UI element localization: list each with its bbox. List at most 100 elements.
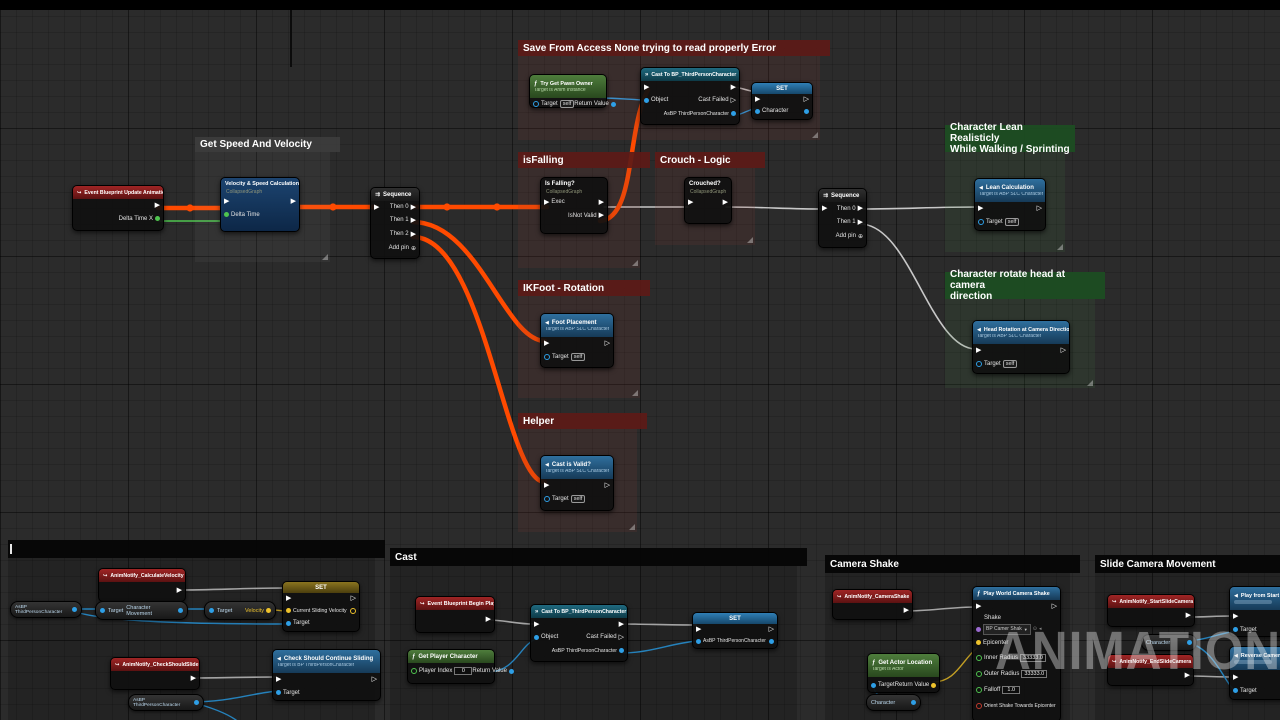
shake-class-dropdown[interactable]: BP Camer Shak▼ xyxy=(983,624,1031,635)
exec-out-pin[interactable]: ▶ xyxy=(731,84,736,91)
value-out-pin[interactable] xyxy=(72,607,77,612)
node-crouched[interactable]: Crouched? CollapsedGraph ▶▶ xyxy=(684,177,732,224)
character-pin[interactable]: Character xyxy=(755,108,788,114)
exec-out-pin[interactable]: ▶ xyxy=(619,621,624,628)
return-value-pin[interactable]: Return Value xyxy=(895,682,937,688)
outer-radius-value-box[interactable]: 33333.0 xyxy=(1021,670,1047,678)
object-pin[interactable]: Object xyxy=(644,97,668,103)
node-play-world-camera-shake[interactable]: ƒ Play World Camera Shake ▶▷ Shake BP Ca… xyxy=(972,586,1061,720)
comment-isfalling-title[interactable]: isFalling xyxy=(518,152,650,168)
node-get-player-character[interactable]: ƒ Get Player Character Player Index0 Ret… xyxy=(407,649,495,684)
target-pin[interactable]: Target xyxy=(286,620,310,626)
inner-radius-pin[interactable]: Inner Radius33333.0 xyxy=(976,654,1046,662)
comment-head-title[interactable]: Character rotate head at camera directio… xyxy=(945,272,1105,299)
then1-pin[interactable]: Then 1▶ xyxy=(837,219,863,226)
delta-time-in-pin[interactable]: Delta Time xyxy=(224,212,260,218)
comment-lean-title[interactable]: Character Lean Realisticly While Walking… xyxy=(945,125,1075,152)
resize-handle[interactable] xyxy=(632,390,638,396)
exec-in-pin[interactable]: ▶ xyxy=(534,621,539,628)
value-out-pin[interactable] xyxy=(1187,640,1192,645)
self-value-box[interactable]: self xyxy=(1003,360,1018,368)
exec-out-pin[interactable]: ▷ xyxy=(351,595,356,602)
comment-sliding-title[interactable] xyxy=(8,540,385,558)
node-try-get-pawn-owner[interactable]: ƒTry Get Pawn Owner Target is Anim Insta… xyxy=(529,74,607,108)
exec-in-pin[interactable]: ▶ xyxy=(1233,613,1238,620)
node-reverse-camera[interactable]: ◀Reverse Camera ▶ Target xyxy=(1229,646,1280,700)
exec-out-pin[interactable]: ▷ xyxy=(1061,347,1066,354)
exec-out-pin[interactable]: ▶ xyxy=(155,202,160,209)
comment-camera-title[interactable]: Camera Shake xyxy=(825,555,1080,573)
target-pin[interactable] xyxy=(100,608,105,613)
exec-out-pin[interactable]: ▷ xyxy=(1052,603,1057,610)
exec-out-pin[interactable]: ▷ xyxy=(804,96,809,103)
comment-slidecam-title[interactable]: Slide Camera Movement xyxy=(1095,555,1280,573)
epicenter-pin[interactable]: Epicenter xyxy=(976,640,1008,646)
node-get-actor-location[interactable]: ƒGet Actor Location Target is Actor Targ… xyxy=(867,653,940,693)
getter-asbp-1[interactable]: AsBP ThirdPersonCharacter xyxy=(10,601,82,618)
resize-handle[interactable] xyxy=(1087,380,1093,386)
as-bp-pin[interactable]: AsBP ThirdPersonCharacter xyxy=(664,111,736,117)
self-value-box[interactable]: self xyxy=(1005,218,1020,226)
node-set-character[interactable]: SET ▶▷ Character xyxy=(751,82,813,120)
resize-handle[interactable] xyxy=(629,524,635,530)
target-pin[interactable]: Targetself xyxy=(978,218,1019,226)
exec-in-pin[interactable]: ▶ xyxy=(374,204,379,211)
target-pin[interactable]: Target xyxy=(1233,688,1257,694)
target-pin[interactable]: Targetself xyxy=(976,360,1017,368)
resize-handle[interactable] xyxy=(632,260,638,266)
getter-asbp-2[interactable]: AsBP ThirdPersonCharacter xyxy=(128,694,204,711)
return-value-pin[interactable]: Return Value xyxy=(472,668,514,674)
exec-in-pin[interactable]: ▶ xyxy=(688,199,693,206)
node-foot-placement[interactable]: ◀Foot Placement Target is ABP SLC Charac… xyxy=(540,313,614,368)
exec-out-pin[interactable]: ▶ xyxy=(1186,612,1191,619)
node-play-from-start-camera[interactable]: ◀Play from Start C ▶ Target xyxy=(1229,586,1280,637)
node-velocity-speed-calculation[interactable]: Velocity & Speed Calculation CollapsedGr… xyxy=(220,177,300,232)
getter-character-2[interactable]: Character xyxy=(1141,634,1197,651)
exec-in-pin[interactable]: ▶Exec xyxy=(544,199,565,206)
character-movement-pin[interactable]: Character Movement xyxy=(126,605,183,617)
target-pin[interactable]: Target xyxy=(871,682,895,688)
node-event-update-animation[interactable]: ↪ Event Blueprint Update Animation × ▶ D… xyxy=(72,185,164,231)
resize-handle[interactable] xyxy=(1057,244,1063,250)
exec-out-pin[interactable]: ▷ xyxy=(605,482,610,489)
comment-crouch-title[interactable]: Crouch - Logic xyxy=(655,152,765,168)
browse-icon[interactable]: ◂ xyxy=(1039,626,1042,632)
node-head-rotation[interactable]: ◀Head Rotation at Camera Direction Targe… xyxy=(972,320,1070,374)
value-out-pin[interactable] xyxy=(350,608,356,614)
exec-in-pin[interactable]: ▶ xyxy=(224,198,229,205)
shake-class-pin[interactable]: BP Camer Shak▼⊙◂ xyxy=(976,624,1041,635)
cast-failed-pin[interactable]: Cast Failed▷ xyxy=(586,634,624,641)
exec-in-pin[interactable]: ▶ xyxy=(544,482,549,489)
exec-in-pin[interactable]: ▶ xyxy=(976,603,981,610)
node-sequence-2[interactable]: ⇉ Sequence ▶Then 0▶ Then 1▶ Add pin⊕ xyxy=(818,188,867,248)
node-cast-to-bp-top[interactable]: » Cast To BP_ThirdPersonCharacter ▶▶ Obj… xyxy=(640,67,740,125)
self-value-box[interactable]: self xyxy=(571,495,586,503)
node-cast-to-bp-bottom[interactable]: » Cast To BP_ThirdPersonCharacter ▶▶ Obj… xyxy=(530,604,628,662)
exec-out-pin[interactable]: ▷ xyxy=(372,676,377,683)
falloff-value-box[interactable]: 1.0 xyxy=(1002,686,1020,694)
comment-cast-title[interactable]: Cast xyxy=(390,548,807,566)
comment-ikfoot-title[interactable]: IKFoot - Rotation xyxy=(518,280,650,296)
node-animnotify-end-slide-camera[interactable]: ↪ AnimNotify_EndSlideCamera × ▶ xyxy=(1107,654,1194,686)
comment-speed-title[interactable]: Get Speed And Velocity xyxy=(195,137,340,152)
exec-out-pin[interactable]: ▶ xyxy=(723,199,728,206)
target-pin[interactable]: Targetself xyxy=(544,495,585,503)
node-sequence-1[interactable]: ⇉ Sequence ▶Then 0▶ Then 1▶ Then 2▶ Add … xyxy=(370,187,420,259)
node-set-asbp[interactable]: SET ▶▷ AsBP ThirdPersonCharacter xyxy=(692,612,778,649)
exec-in-pin[interactable]: ▶ xyxy=(1233,674,1238,681)
node-event-begin-play[interactable]: ↪ Event Blueprint Begin Play × ▶ xyxy=(415,596,495,633)
exec-in-pin[interactable]: ▶ xyxy=(978,205,983,212)
node-lean-calculation[interactable]: ◀Lean Calculation Target is ABP SLC Char… xyxy=(974,178,1046,231)
comment-save-error-title[interactable]: Save From Access None trying to read pro… xyxy=(518,40,830,56)
getter-character-movement[interactable]: Target Character Movement xyxy=(95,601,188,620)
value-out-pin[interactable] xyxy=(804,109,809,114)
as-bp-pin[interactable]: AsBP ThirdPersonCharacter xyxy=(696,638,766,644)
comment-helper-title[interactable]: Helper xyxy=(518,413,647,429)
getter-velocity[interactable]: Target Velocity xyxy=(204,601,276,620)
node-animnotify-check-should-slide[interactable]: ↪ AnimNotify_CheckShouldSlide × ▶ xyxy=(110,657,200,690)
add-pin-button[interactable]: Add pin⊕ xyxy=(389,245,416,252)
exec-out-pin[interactable]: ▶ xyxy=(191,675,196,682)
return-value-pin[interactable]: Return Value xyxy=(574,101,616,107)
cast-failed-pin[interactable]: Cast Failed▷ xyxy=(698,97,736,104)
add-pin-button[interactable]: Add pin⊕ xyxy=(836,233,863,240)
